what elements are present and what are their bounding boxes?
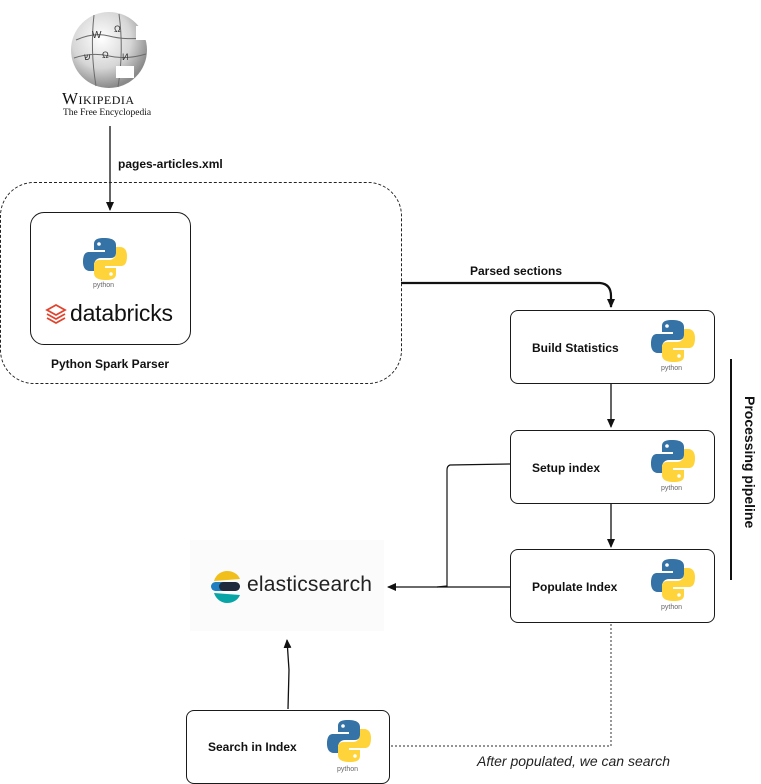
note-text: After populated, we can search — [477, 753, 671, 769]
elasticsearch-wordmark: elasticsearch — [247, 573, 373, 596]
pipeline-title: Processing pipeline — [742, 396, 758, 529]
databricks-icon — [45, 303, 67, 325]
python-caption: python — [661, 604, 683, 611]
svg-text:И: И — [122, 52, 128, 62]
edge-search-es — [283, 639, 292, 710]
search-label: Search in Index — [208, 740, 297, 754]
pipeline-step-label: Populate Index — [532, 580, 618, 594]
edge-setup-es — [436, 463, 511, 588]
python-icon — [651, 440, 695, 482]
elasticsearch-logo-icon — [211, 571, 240, 603]
python-icon — [651, 559, 695, 601]
python-caption: python — [661, 485, 683, 492]
wikipedia-wordmark: Wikipedia — [62, 89, 135, 108]
python-caption: python — [93, 282, 115, 289]
python-caption: python — [337, 766, 359, 773]
svg-text:ש: ש — [84, 52, 91, 62]
edge-parsed — [401, 281, 615, 308]
pipeline-step-label: Setup index — [532, 461, 601, 475]
edge-populate-search — [390, 624, 612, 747]
python-icon — [327, 720, 371, 762]
edge-label-parsed: Parsed sections — [470, 264, 563, 278]
svg-text:Ω: Ω — [102, 50, 109, 60]
parser-group — [0, 182, 402, 384]
parser-label: Python Spark Parser — [51, 357, 170, 371]
python-icon — [651, 320, 695, 362]
wikipedia-tagline: The Free Encyclopedia — [63, 108, 152, 118]
wikipedia-globe-icon: W Ω Ω И ש — [71, 12, 147, 88]
pipeline-step-label: Build Statistics — [532, 341, 619, 355]
svg-text:W: W — [92, 30, 102, 41]
python-caption: python — [661, 365, 683, 372]
python-icon — [83, 238, 127, 280]
databricks-wordmark: databricks — [70, 300, 173, 326]
edge-label-dump: pages-articles.xml — [118, 157, 223, 171]
svg-text:Ω: Ω — [114, 24, 121, 34]
